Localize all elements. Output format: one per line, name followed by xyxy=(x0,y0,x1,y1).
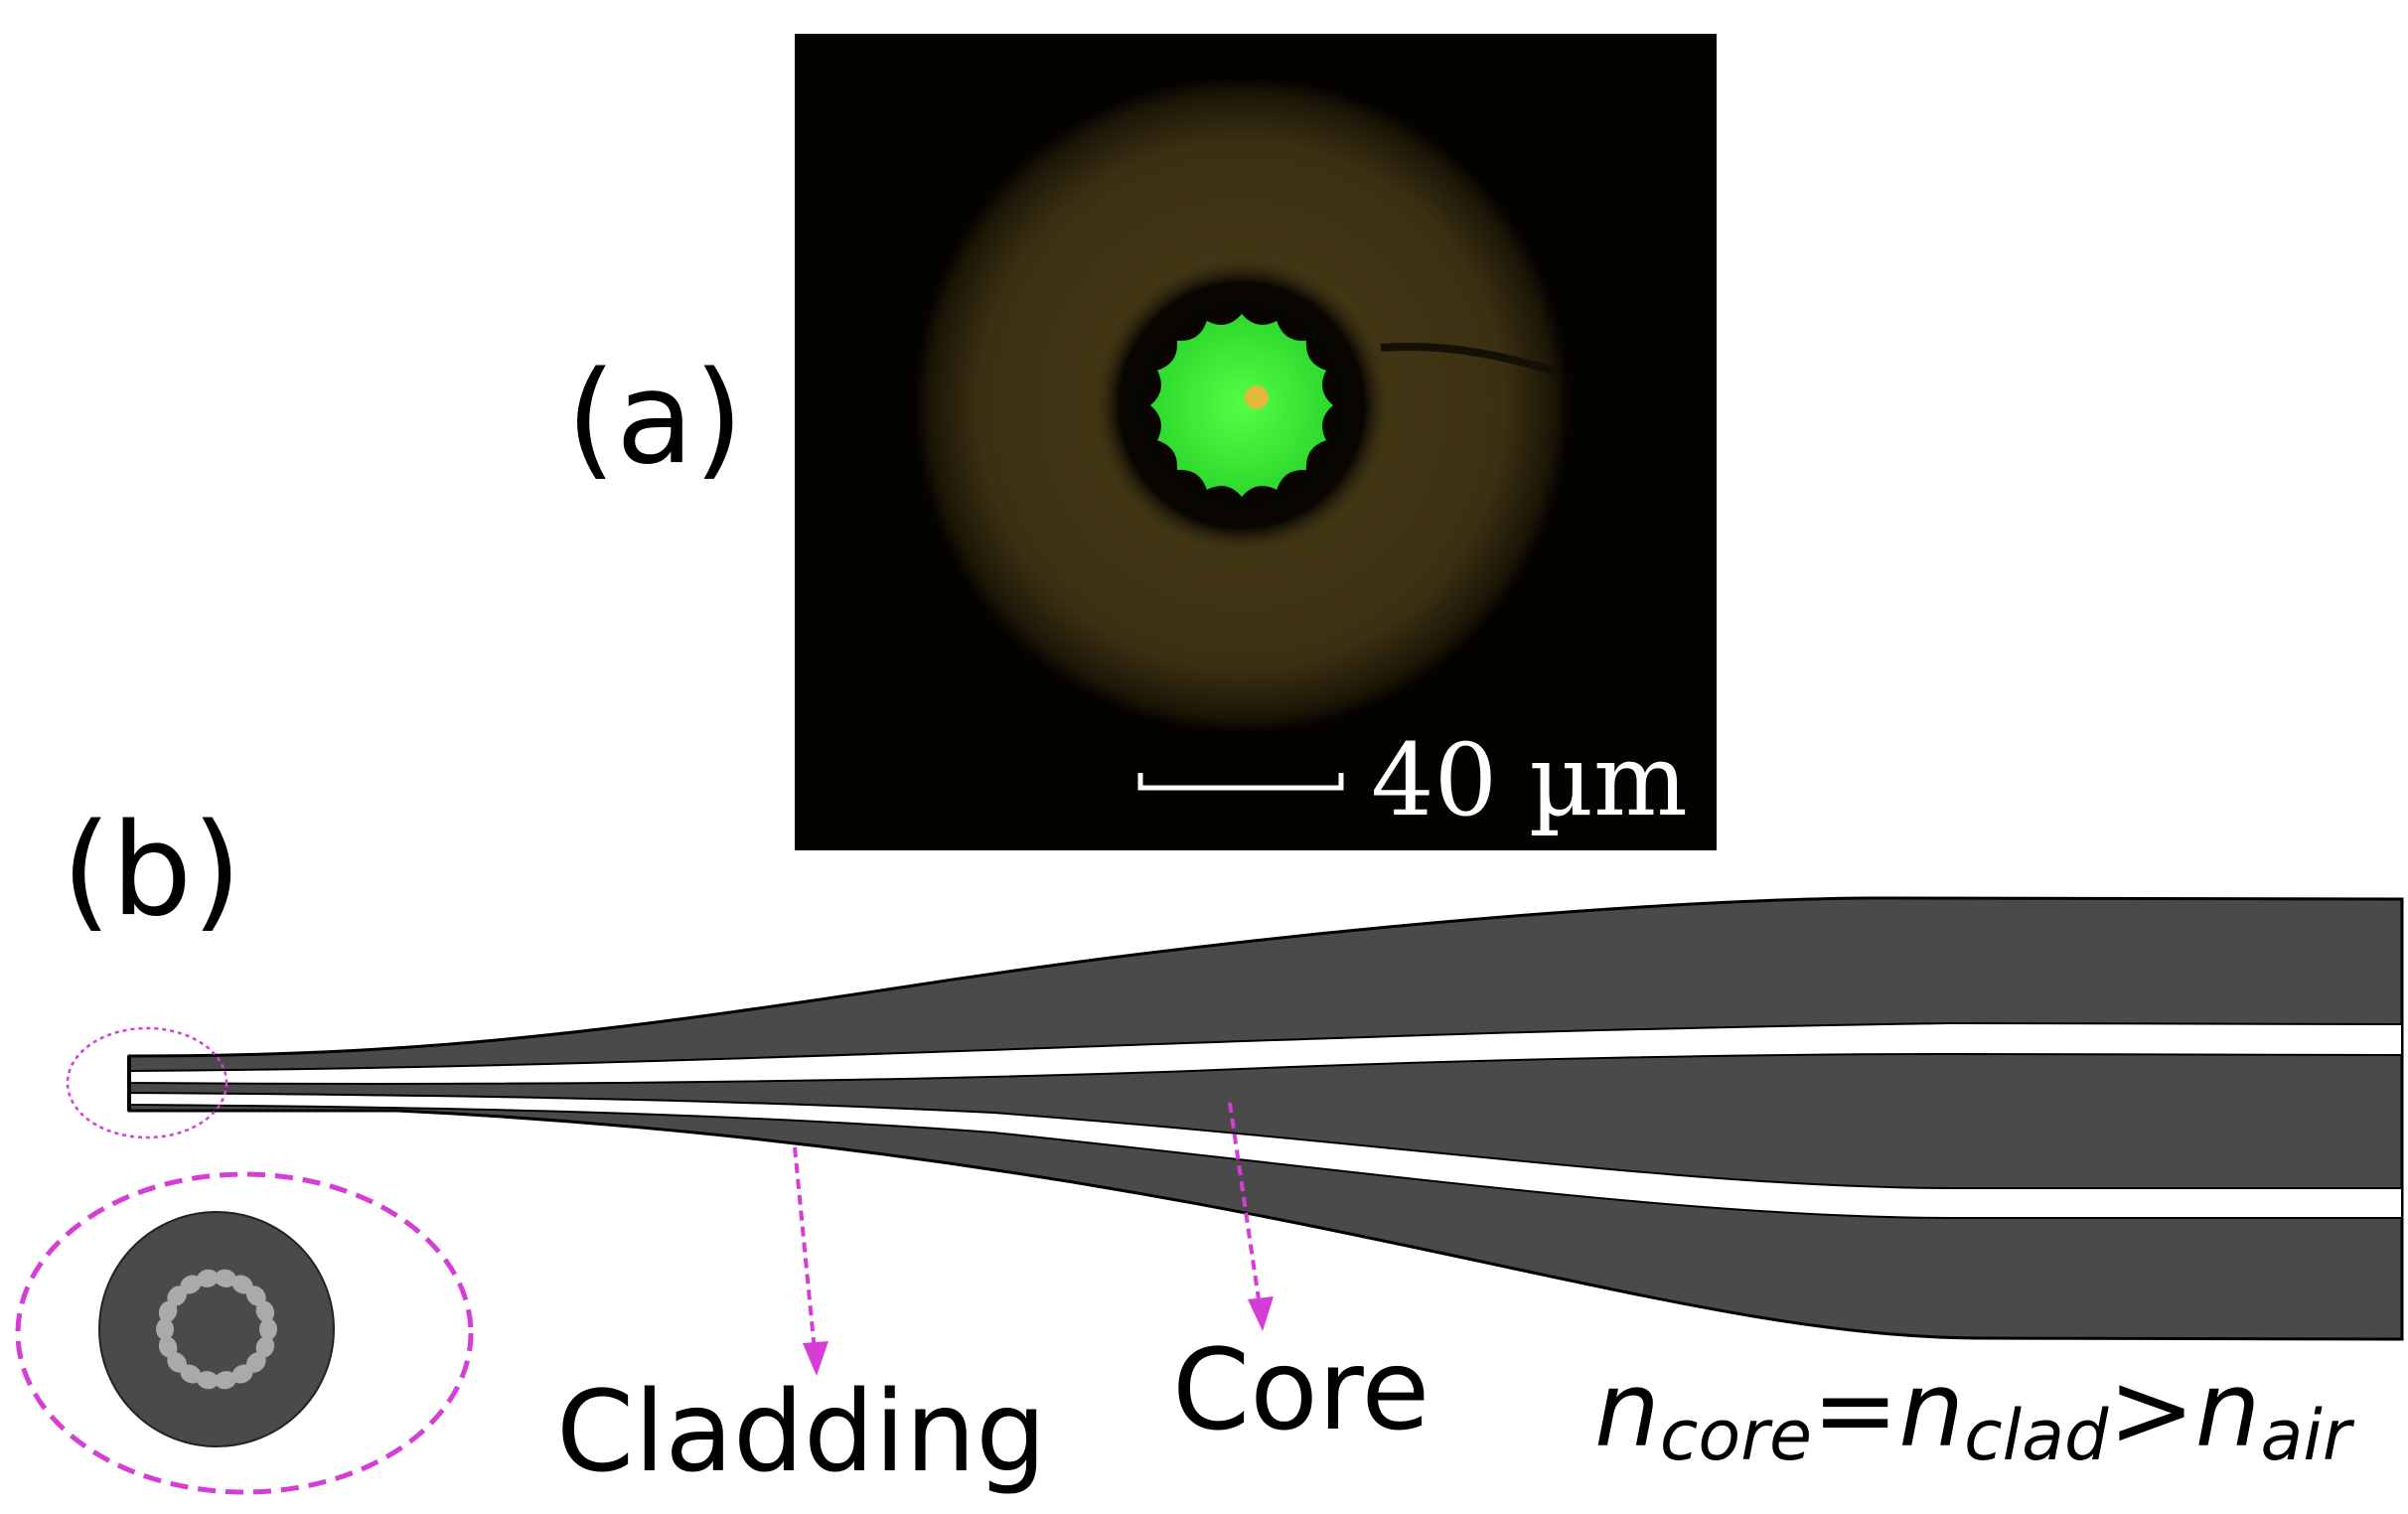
capillary-tube xyxy=(158,1336,178,1358)
capillary-tube xyxy=(197,1269,219,1287)
capillary-tube xyxy=(167,1286,188,1306)
cladding-arrowhead xyxy=(803,1341,828,1376)
n-clad-symbol: n xyxy=(1898,1349,1964,1470)
core-scalloped-outline xyxy=(1150,314,1333,497)
core-arrowhead xyxy=(1248,1296,1274,1331)
capillary-tube xyxy=(255,1300,275,1322)
scale-bar-text: 40 µm xyxy=(1371,722,1688,838)
capillary-tube xyxy=(255,1336,275,1358)
equals-sign: = xyxy=(1812,1349,1898,1470)
scale-bar xyxy=(1137,773,1344,791)
refractive-index-equation: ncore=nclad>nair xyxy=(1594,1349,2355,1476)
greater-than-sign: > xyxy=(2108,1349,2194,1470)
capillary-tube xyxy=(231,1275,253,1294)
capillary-tube xyxy=(180,1364,202,1384)
fiber-cladding xyxy=(127,896,2404,1341)
capillary-tube xyxy=(245,1352,266,1373)
cladding-crack xyxy=(1380,343,1562,377)
fiber-end-face xyxy=(127,1056,131,1111)
upper-air-channel xyxy=(128,1021,2403,1085)
panel-a-label: (a) xyxy=(566,345,743,493)
capillary-tube xyxy=(231,1364,253,1384)
capillary-tube xyxy=(167,1352,188,1373)
core-hotspot xyxy=(1245,385,1269,409)
clad-subscript: clad xyxy=(1964,1395,2109,1476)
capillary-tube xyxy=(215,1371,236,1390)
lower-air-channel xyxy=(128,1091,2403,1219)
core-arrow xyxy=(1228,1102,1274,1331)
tapered-fiber xyxy=(127,896,2404,1341)
capillary-tube xyxy=(156,1318,174,1340)
capillary-tube xyxy=(180,1275,202,1294)
panel-b-label: (b) xyxy=(62,797,241,945)
fiber-cross-section xyxy=(98,1211,335,1447)
n-air-symbol: n xyxy=(2195,1349,2261,1470)
core-region xyxy=(1150,314,1333,497)
micrograph: 40 µm xyxy=(795,34,1717,850)
cross-section-cladding xyxy=(98,1211,335,1447)
core-subscript: core xyxy=(1660,1395,1812,1476)
core-label: Core xyxy=(1172,1326,1430,1455)
cross-section-callout-ellipse xyxy=(15,1171,474,1495)
capillary-tube xyxy=(245,1286,266,1306)
capillary-tube xyxy=(158,1300,178,1322)
capillary-tube xyxy=(215,1269,236,1287)
air-subscript: air xyxy=(2260,1395,2354,1476)
n-core-symbol: n xyxy=(1594,1349,1660,1470)
capillary-tube xyxy=(259,1318,277,1340)
capillary-tube xyxy=(197,1371,219,1390)
cladding-label: Cladding xyxy=(556,1368,1046,1497)
cladding-arrow xyxy=(793,1146,828,1376)
tip-callout-ellipse xyxy=(66,1026,228,1139)
capillary-ring xyxy=(156,1269,277,1390)
